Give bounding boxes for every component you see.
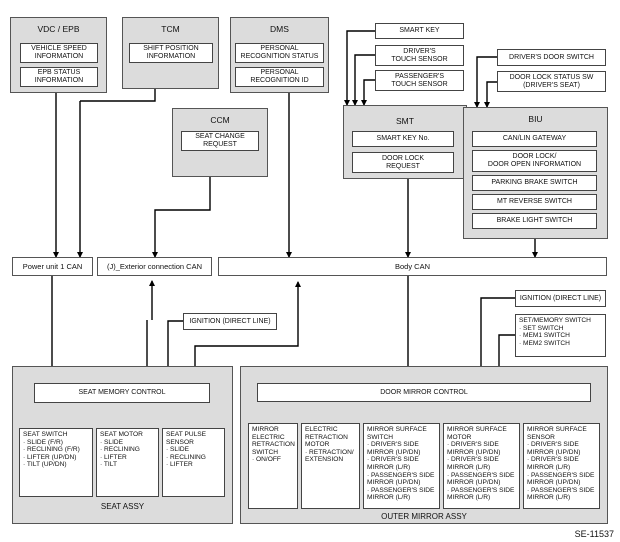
set-memory-switch: SET/MEMORY SWITCH · SET SWITCH · MEM1 SW… [515,314,606,357]
wire-ignition-seat [165,320,183,383]
shift-position-info: SHIFT POSITION INFORMATION [129,43,213,63]
mt-reverse-switch: MT REVERSE SWITCH [472,194,597,210]
outer-mirror-assy-label: OUTER MIRROR ASSY [381,512,467,521]
seat-motor: SEAT MOTOR · SLIDE · RECLINING · LIFTER … [96,428,159,497]
wire-passengerstouch [361,79,375,106]
personal-recognition-status: PERSONAL RECOGNITION STATUS [235,43,324,63]
biu-group: BIU CAN/LIN GATEWAY DOOR LOCK/ DOOR OPEN… [463,107,608,239]
door-lock-request: DOOR LOCK REQUEST [352,152,454,173]
door-mirror-control: DOOR MIRROR CONTROL [257,383,591,402]
power-unit-can-bus: Power unit 1 CAN [12,257,93,276]
epb-status-info: EPB STATUS INFORMATION [20,67,98,87]
smart-key-number: SMART KEY No. [352,131,454,147]
mirror-surface-switch: MIRROR SURFACE SWITCH · DRIVER'S SIDE MI… [363,423,440,509]
figure-code: SE-11537 [574,529,614,539]
ccm-title: CCM [210,115,230,125]
door-lock-status-input: DOOR LOCK STATUS SW (DRIVER'S SEAT) [497,71,606,92]
seat-memory-control: SEAT MEMORY CONTROL [34,383,210,403]
door-lock-open-info: DOOR LOCK/ DOOR OPEN INFORMATION [472,150,597,172]
seat-pulse-sensor: SEAT PULSE SENSOR · SLIDE · RECLINING · … [162,428,225,497]
smt-title: SMT [396,116,414,126]
mirror-surface-motor: MIRROR SURFACE MOTOR · DRIVER'S SIDE MIR… [443,423,520,509]
electric-retraction-motor: ELECTRIC RETRACTION MOTOR · RETRACTION/ … [301,423,360,509]
exterior-connection-can-bus: (J)_Exterior connection CAN [97,257,212,276]
dms-title: DMS [270,24,289,34]
wire-smartkey [344,30,375,106]
vdc-epb-group: VDC / EPB VEHICLE SPEED INFORMATION EPB … [10,17,107,93]
drivers-door-switch-input: DRIVER'S DOOR SWITCH [497,49,606,66]
seat-assy-label: SEAT ASSY [100,502,145,511]
wire-driverstouch [352,54,375,106]
tcm-title: TCM [161,24,180,34]
smart-key-input: SMART KEY [375,23,464,39]
wire-tcm-branch [80,89,156,102]
biu-title: BIU [528,114,543,124]
ignition-direct-line-seat: IGNITION (DIRECT LINE) [183,313,277,330]
smt-group: SMT SMART KEY No. DOOR LOCK REQUEST [343,105,467,179]
ignition-direct-line-mirror: IGNITION (DIRECT LINE) [515,290,606,307]
seat-switch: SEAT SWITCH · SLIDE (F/R) · RECLINING (F… [19,428,93,497]
drivers-touch-sensor-input: DRIVER'S TOUCH SENSOR [375,45,464,66]
mirror-electric-retraction-switch: MIRROR ELECTRIC RETRACTION SWITCH · ON/O… [248,423,298,509]
vehicle-speed-info: VEHICLE SPEED INFORMATION [20,43,98,63]
seat-change-request: SEAT CHANGE REQUEST [181,131,259,151]
wire-ignition-mirror [478,297,515,383]
brake-light-switch: BRAKE LIGHT SWITCH [472,213,597,229]
ccm-group: CCM SEAT CHANGE REQUEST [172,108,268,177]
personal-recognition-id: PERSONAL RECOGNITION ID [235,67,324,87]
wire-doorlockstatus [484,81,497,108]
dms-group: DMS PERSONAL RECOGNITION STATUS PERSONAL… [230,17,329,93]
passengers-touch-sensor-input: PASSENGER'S TOUCH SENSOR [375,70,464,91]
parking-brake-switch: PARKING BRAKE SWITCH [472,175,597,191]
wire-seat-to-body [194,281,301,383]
wire-driversdoor [474,56,497,108]
wire-ccm-to-exterior [152,177,211,258]
mirror-surface-sensor: MIRROR SURFACE SENSOR · DRIVER'S SIDE MI… [523,423,600,509]
can-lin-gateway: CAN/LIN GATEWAY [472,131,597,147]
tcm-group: TCM SHIFT POSITION INFORMATION [122,17,219,89]
vdc-epb-title: VDC / EPB [37,24,80,34]
body-can-bus: Body CAN [218,257,607,276]
